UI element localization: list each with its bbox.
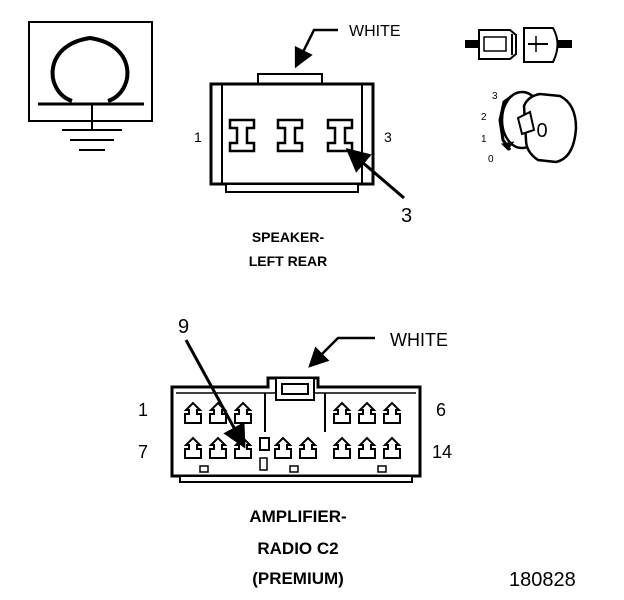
amp-title-line3: (PREMIUM) <box>252 569 344 588</box>
amplifier-connector <box>170 336 422 483</box>
amp-pin-7-label: 7 <box>138 442 148 462</box>
speaker-callout: 3 <box>401 205 412 227</box>
amp-color-label: WHITE <box>390 330 448 350</box>
speaker-pin-1-label: 1 <box>194 129 202 145</box>
terminal-probe-icon <box>465 27 572 63</box>
position-label-3: 3 <box>492 91 498 102</box>
amp-title-line2: RADIO C2 <box>257 539 338 558</box>
amp-title-line1: AMPLIFIER- <box>249 507 346 526</box>
speaker-title-line1: SPEAKER- <box>252 229 325 245</box>
amp-pin-6-label: 6 <box>436 400 446 420</box>
position-label-2: 2 <box>481 112 487 123</box>
figure-number: 180828 <box>509 569 576 591</box>
position-label-0: 0 <box>488 154 494 165</box>
key-label: 0 <box>536 120 547 142</box>
speaker-connector <box>209 28 405 200</box>
position-label-1: 1 <box>481 134 487 145</box>
speaker-pin-3-label: 3 <box>384 129 392 145</box>
amp-pin-1-label: 1 <box>138 400 148 420</box>
amp-callout: 9 <box>178 316 189 338</box>
speaker-title-line2: LEFT REAR <box>249 253 328 269</box>
speaker-color-label: WHITE <box>349 23 401 40</box>
amp-pin-14-label: 14 <box>432 442 452 462</box>
ground-omega-icon <box>28 21 153 151</box>
rotary-key-icon <box>498 90 578 164</box>
